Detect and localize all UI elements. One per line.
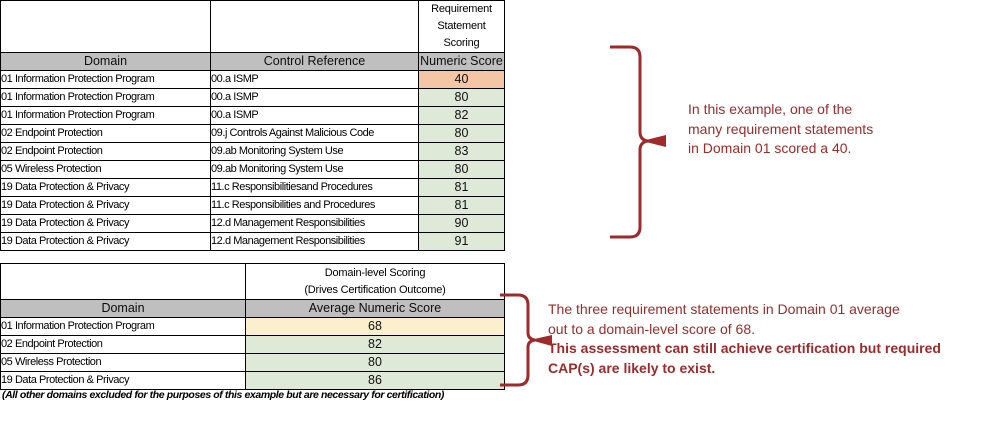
annotation-line-3: This assessment can still achieve certif… xyxy=(548,340,941,356)
cell-numeric-score: 80 xyxy=(418,160,505,179)
table-row: 01 Information Protection Program 00.a I… xyxy=(0,70,505,89)
column-header-control-reference: Control Reference xyxy=(210,52,419,71)
table-row: 02 Endpoint Protection 82 xyxy=(0,335,505,354)
cell-domain: 01 Information Protection Program xyxy=(0,88,211,107)
table-row: 05 Wireless Protection 09.ab Monitoring … xyxy=(0,160,505,179)
requirement-scoring-superheader: Requirement Statement Scoring xyxy=(418,0,505,53)
cell-domain: 01 Information Protection Program xyxy=(0,106,211,125)
cell-domain: 05 Wireless Protection xyxy=(0,160,211,179)
brace-requirement-icon xyxy=(610,45,666,239)
domain-table-superheader-row: Domain-level Scoring (Drives Certificati… xyxy=(0,263,505,300)
table-row: 02 Endpoint Protection 09.j Controls Aga… xyxy=(0,124,505,143)
cell-domain: 02 Endpoint Protection xyxy=(0,335,246,354)
cell-average-numeric-score: 68 xyxy=(245,317,505,336)
domain-table-footnote: (All other domains excluded for the purp… xyxy=(2,389,444,401)
cell-control-reference: 11.c Responsibilitiesand Procedures xyxy=(210,178,419,197)
requirement-table-superheader-row: Requirement Statement Scoring xyxy=(0,0,505,53)
table-row: 19 Data Protection & Privacy 11.c Respon… xyxy=(0,196,505,215)
requirement-scoring-table: Requirement Statement Scoring Domain Con… xyxy=(0,0,505,251)
domain-scoring-table: Domain-level Scoring (Drives Certificati… xyxy=(0,263,505,390)
annotation-line-2: out to a domain-level score of 68. xyxy=(548,320,756,337)
cell-domain: 02 Endpoint Protection xyxy=(0,124,211,143)
cell-control-reference: 09.j Controls Against Malicious Code xyxy=(210,124,419,143)
cell-domain: 19 Data Protection & Privacy xyxy=(0,371,246,390)
requirement-table-header-row: Domain Control Reference Numeric Score xyxy=(0,52,505,71)
cell-domain: 19 Data Protection & Privacy xyxy=(0,214,211,233)
cell-numeric-score: 83 xyxy=(418,142,505,161)
cell-domain: 19 Data Protection & Privacy xyxy=(0,196,211,215)
domain-table-header-row: Domain Average Numeric Score xyxy=(0,299,505,318)
table-row: 02 Endpoint Protection 09.ab Monitoring … xyxy=(0,142,505,161)
cell-numeric-score: 90 xyxy=(418,214,505,233)
cell-control-reference: 12.d Management Responsibilities xyxy=(210,214,419,233)
annotation-line-2: many requirement statements xyxy=(688,120,874,137)
cell-numeric-score: 80 xyxy=(418,124,505,143)
table-row: 05 Wireless Protection 80 xyxy=(0,353,505,372)
cell-control-reference: 09.ab Monitoring System Use xyxy=(210,142,419,161)
cell-average-numeric-score: 86 xyxy=(245,371,505,390)
cell-control-reference: 00.a ISMP xyxy=(210,70,419,89)
cell-domain: 19 Data Protection & Privacy xyxy=(0,232,211,251)
cell-domain: 05 Wireless Protection xyxy=(0,353,246,372)
brace-domain-icon xyxy=(500,293,552,387)
annotation-line-4: CAP(s) are likely to exist. xyxy=(548,359,716,376)
table-row: 19 Data Protection & Privacy 11.c Respon… xyxy=(0,178,505,197)
column-header-numeric-score: Numeric Score xyxy=(418,52,505,71)
annotation-line-3: in Domain 01 scored a 40. xyxy=(688,140,852,156)
cell-control-reference: 12.d Management Responsibilities xyxy=(210,232,419,251)
table-row: 19 Data Protection & Privacy 86 xyxy=(0,371,505,390)
column-header-domain: Domain xyxy=(0,299,246,318)
cell-domain: 02 Endpoint Protection xyxy=(0,142,211,161)
cell-numeric-score: 82 xyxy=(418,106,505,125)
annotation-domain-scoring: The three requirement statements in Doma… xyxy=(548,300,996,378)
table-row: 01 Information Protection Program 00.a I… xyxy=(0,88,505,107)
column-header-domain: Domain xyxy=(0,52,211,71)
cell-domain: 19 Data Protection & Privacy xyxy=(0,178,211,197)
annotation-line-1: In this example, one of the xyxy=(688,101,853,117)
cell-numeric-score: 81 xyxy=(418,196,505,215)
superheader-line1: Domain-level Scoring xyxy=(324,266,426,279)
table-row: 01 Information Protection Program 68 xyxy=(0,317,505,336)
table-row: 19 Data Protection & Privacy 12.d Manage… xyxy=(0,232,505,251)
cell-control-reference: 09.ab Monitoring System Use xyxy=(210,160,419,179)
cell-control-reference: 11.c Responsibilities and Procedures xyxy=(210,196,419,215)
spacer-cell xyxy=(210,0,419,53)
cell-domain: 01 Information Protection Program xyxy=(0,70,211,89)
cell-numeric-score: 91 xyxy=(418,232,505,251)
cell-average-numeric-score: 80 xyxy=(245,353,505,372)
cell-numeric-score: 80 xyxy=(418,88,505,107)
domain-scoring-superheader: Domain-level Scoring (Drives Certificati… xyxy=(245,263,505,300)
superheader-line2: (Drives Certification Outcome) xyxy=(304,283,446,296)
cell-domain: 01 Information Protection Program xyxy=(0,317,246,336)
spacer-cell xyxy=(0,263,246,300)
cell-control-reference: 00.a ISMP xyxy=(210,88,419,107)
annotation-requirement-scoring: In this example, one of the many require… xyxy=(688,100,988,159)
table-row: 19 Data Protection & Privacy 12.d Manage… xyxy=(0,214,505,233)
spacer-cell xyxy=(0,0,211,53)
cell-average-numeric-score: 82 xyxy=(245,335,505,354)
annotation-line-1: The three requirement statements in Doma… xyxy=(548,301,900,317)
column-header-average-numeric-score: Average Numeric Score xyxy=(245,299,505,318)
cell-numeric-score: 40 xyxy=(418,70,505,89)
cell-control-reference: 00.a ISMP xyxy=(210,106,419,125)
superheader-line2: Statement Scoring xyxy=(437,20,486,49)
cell-numeric-score: 81 xyxy=(418,178,505,197)
superheader-line1: Requirement xyxy=(431,3,492,15)
table-row: 01 Information Protection Program 00.a I… xyxy=(0,106,505,125)
